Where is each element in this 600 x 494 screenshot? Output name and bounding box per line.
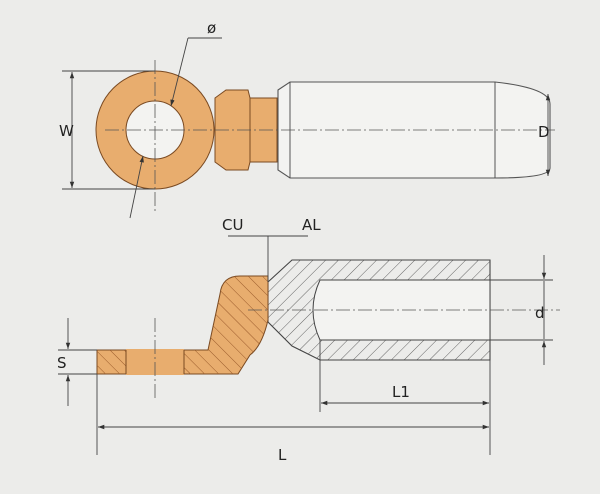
phi-leader-bottom xyxy=(129,155,144,219)
copper-palm-hatch xyxy=(97,276,268,374)
label-l1: L1 xyxy=(392,383,410,401)
label-d-lower: d xyxy=(535,304,545,322)
barrel-bore xyxy=(312,279,491,341)
section-view: CU AL d S L1 L xyxy=(57,216,560,464)
top-view: W ø D xyxy=(59,19,555,219)
label-cu: CU xyxy=(222,216,243,234)
label-al: AL xyxy=(302,216,321,234)
label-s: S xyxy=(57,354,67,372)
label-l: L xyxy=(278,446,287,464)
phi-leader-top xyxy=(170,37,189,107)
label-phi: ø xyxy=(207,19,216,37)
label-d-upper: D xyxy=(538,123,550,141)
label-w: W xyxy=(59,122,74,140)
